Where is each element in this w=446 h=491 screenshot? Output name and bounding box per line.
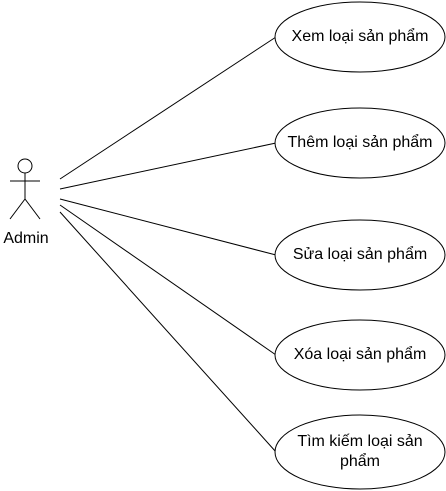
use-case-label-edit: Sửa loại sản phẩm	[292, 246, 428, 263]
association-delete	[59, 204, 277, 356]
actor-head	[17, 158, 33, 174]
association-add	[59, 142, 277, 190]
association-view	[59, 36, 277, 180]
actor-left-leg	[9, 198, 26, 220]
use-case-ellipse-delete[interactable]	[274, 319, 446, 391]
actor-figure	[9, 158, 41, 220]
use-case-ellipse-edit[interactable]	[274, 219, 446, 291]
associations	[59, 36, 277, 453]
use-case-ellipse-add[interactable]	[274, 107, 446, 179]
actor-label: Admin	[3, 230, 49, 247]
use-case-shapes	[274, 1, 446, 490]
use-case-label-view: Xem loại sản phẩm	[291, 28, 429, 45]
actor-right-leg	[24, 198, 41, 220]
association-edit	[59, 198, 277, 256]
use-case-ellipse-view[interactable]	[274, 1, 446, 73]
association-search	[59, 211, 277, 453]
use-case-ellipse-search[interactable]	[274, 414, 446, 490]
use-case-label-add: Thêm loại sản phẩm	[287, 134, 433, 151]
use-case-label-search: Tìm kiếm loại sản phẩm	[297, 433, 423, 470]
use-case-label-delete: Xóa loại sản phẩm	[293, 346, 427, 363]
